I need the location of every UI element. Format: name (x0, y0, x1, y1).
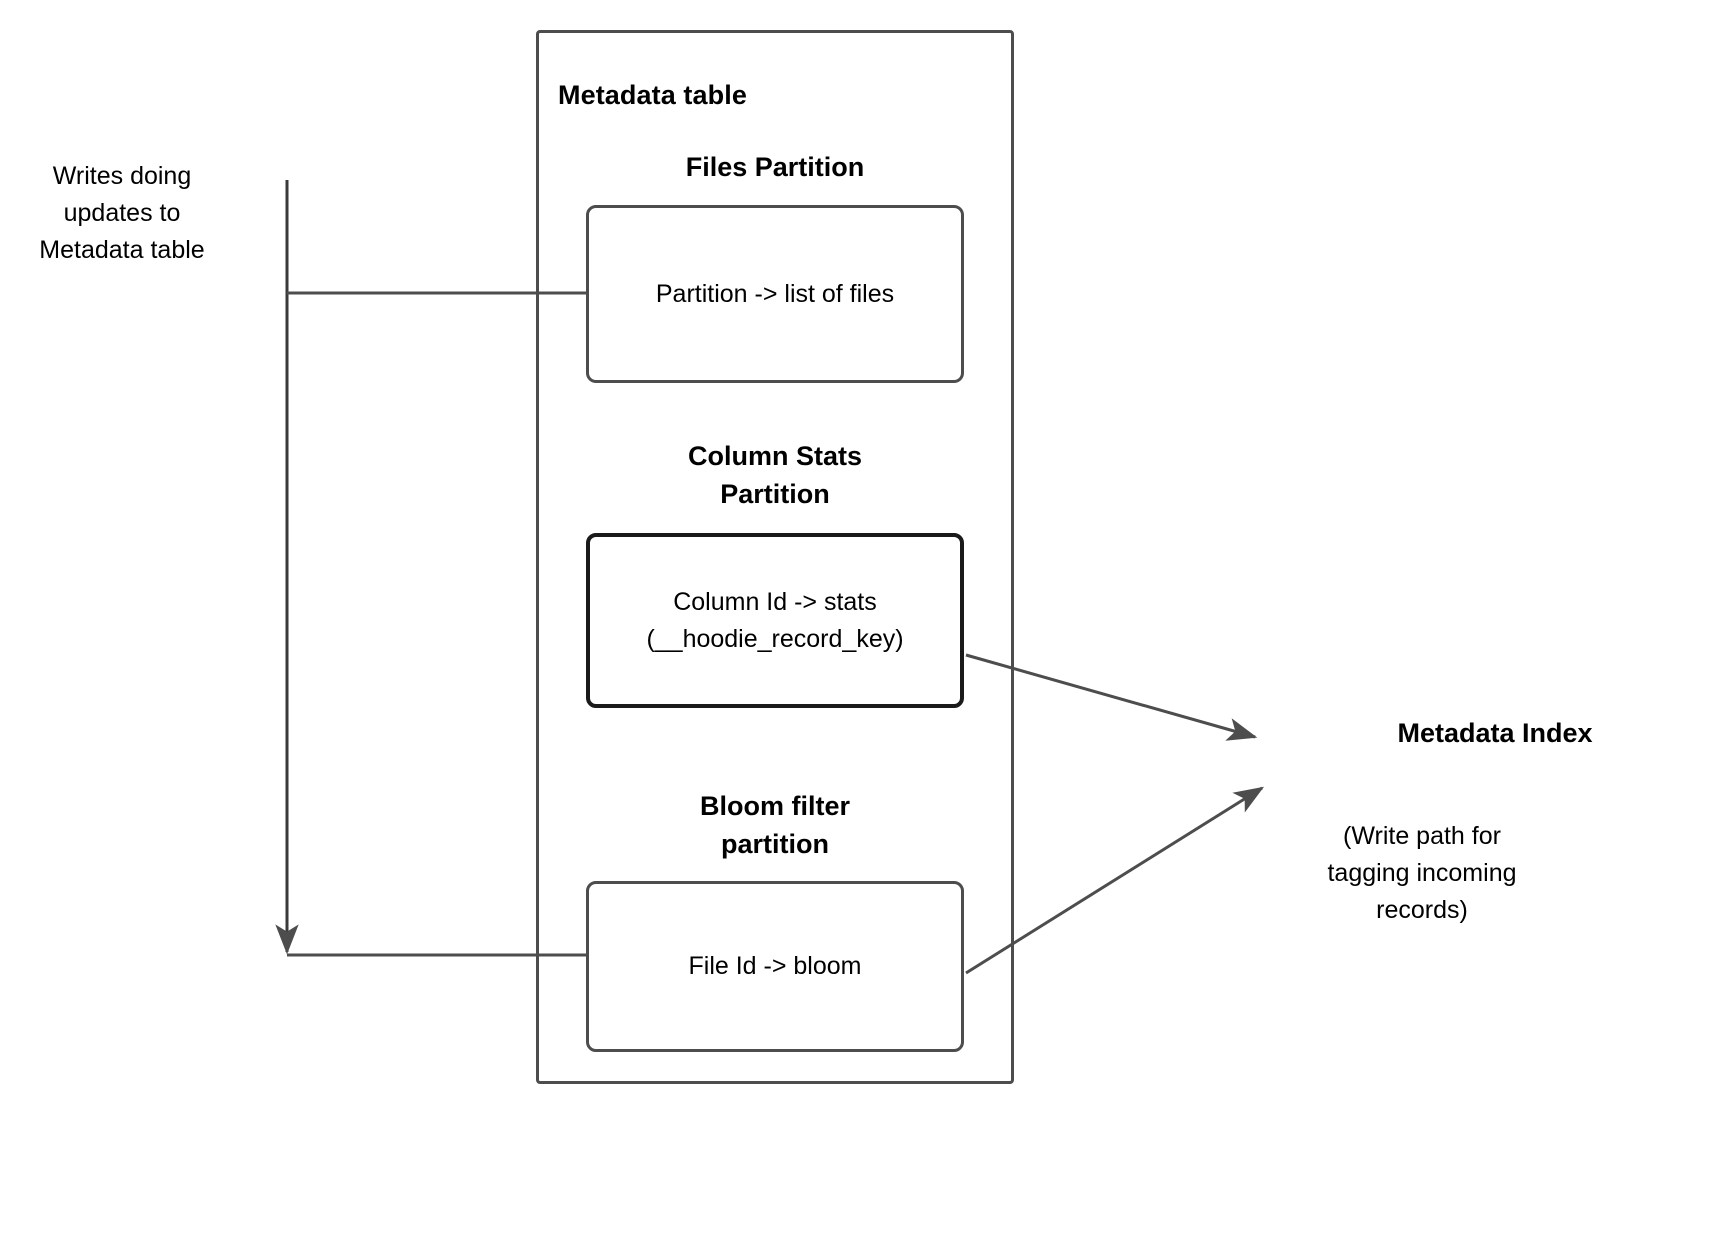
writes-annotation-line3: Metadata table (39, 236, 205, 264)
bloom-filter-heading-line1: Bloom filter (699, 791, 850, 821)
column-stats-partition-heading: Column Stats Partition (565, 437, 985, 514)
column-stats-heading-line2: Partition (720, 479, 830, 510)
writes-annotation-line1: Writes doing (52, 162, 192, 190)
files-partition-box[interactable]: Partition -> list of files (586, 205, 964, 383)
metadata-index-note-line3: records) (1376, 896, 1468, 924)
bloom-filter-box[interactable]: File Id -> bloom (586, 881, 964, 1052)
writes-annotation-line2: updates to (63, 199, 181, 227)
column-stats-box-label-line1: Column Id -> stats (673, 588, 877, 617)
column-stats-heading-line1: Column Stats (687, 441, 862, 471)
metadata-index-note-line1: (Write path for (1343, 822, 1501, 850)
metadata-table-container (536, 30, 1014, 1084)
files-partition-heading: Files Partition (685, 152, 865, 182)
column-stats-box-label-line2: (__hoodie_record_key) (646, 624, 904, 653)
files-partition-box-label: Partition -> list of files (655, 279, 895, 308)
metadata-index-note: (Write path for tagging incoming records… (1297, 818, 1547, 929)
metadata-index-title: Metadata Index (1397, 718, 1593, 748)
bloom-filter-heading-line2: partition (721, 829, 829, 860)
column-stats-box-label: Column Id -> stats (__hoodie_record_key) (634, 584, 915, 657)
metadata-index-note-line2: tagging incoming (1327, 859, 1517, 887)
metadata-table-title: Metadata table (558, 80, 747, 110)
bloom-filter-partition-heading: Bloom filter partition (565, 787, 985, 864)
writes-annotation: Writes doing updates to Metadata table (14, 158, 230, 269)
column-stats-box[interactable]: Column Id -> stats (__hoodie_record_key) (586, 533, 964, 708)
bloom-filter-box-label: File Id -> bloom (688, 952, 862, 981)
